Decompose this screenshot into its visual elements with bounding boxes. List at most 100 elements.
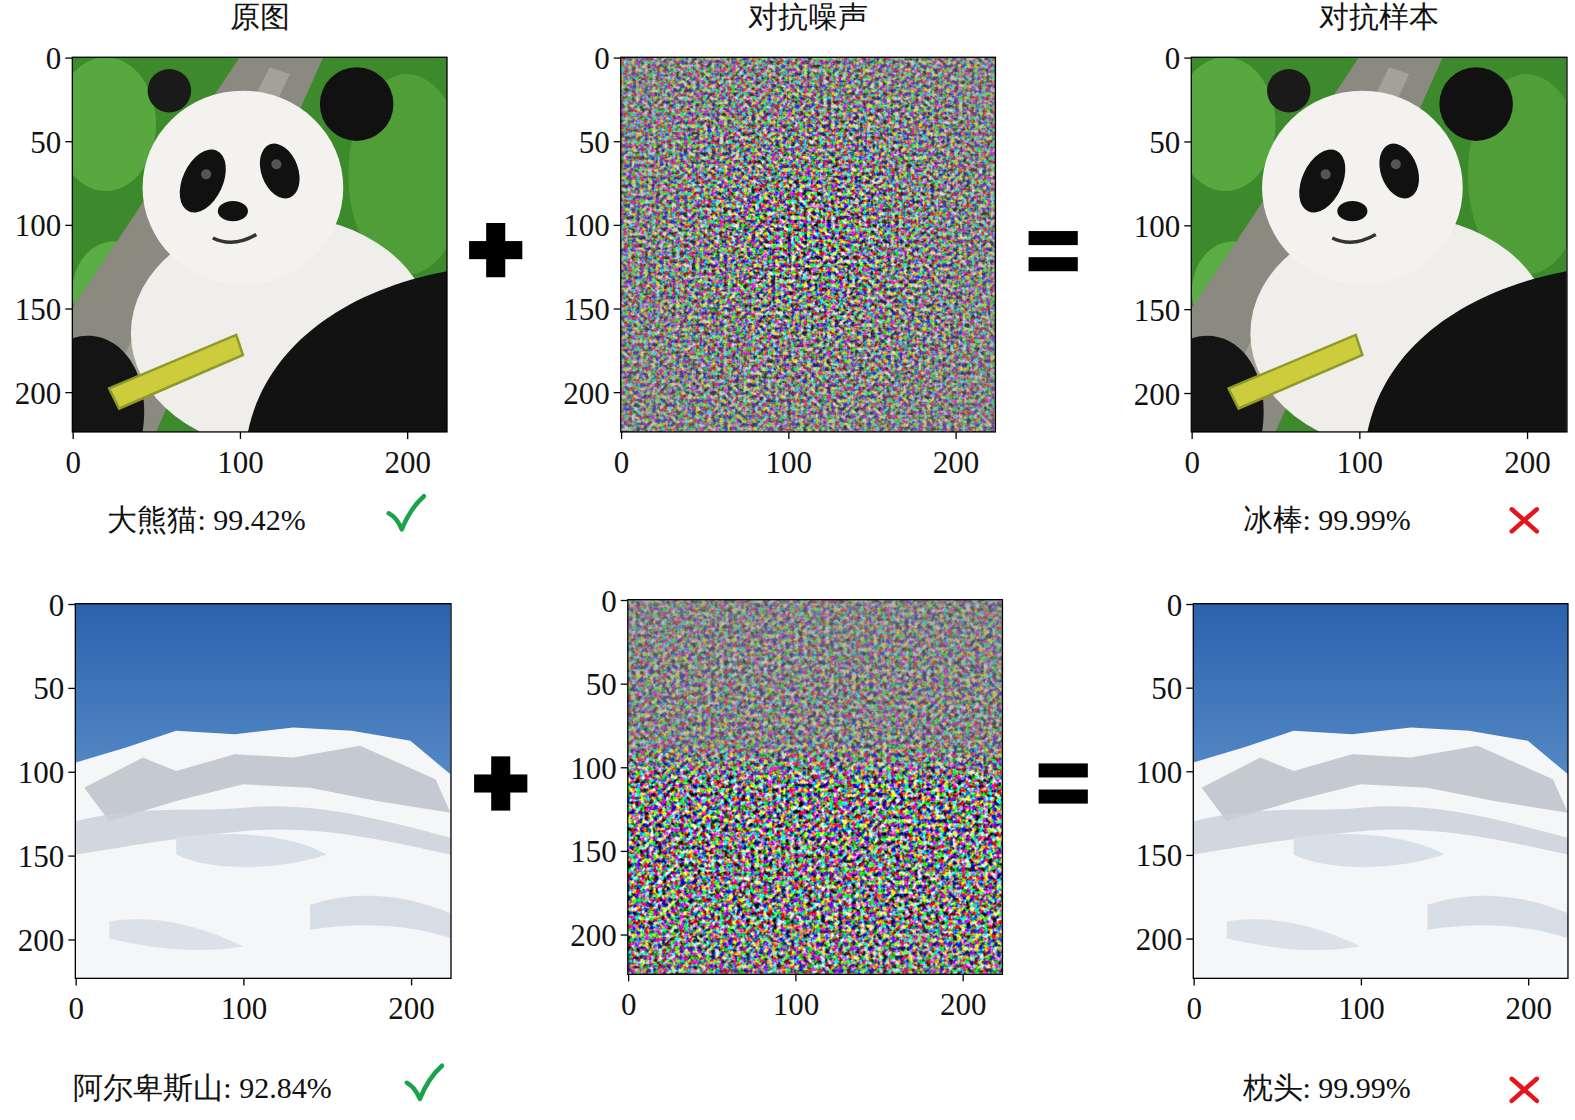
tick-mark — [1361, 978, 1362, 985]
tick-mark — [65, 141, 72, 142]
axes-frame — [72, 57, 1568, 978]
tick-marks — [65, 58, 1528, 985]
tick-mark — [68, 939, 75, 940]
tick-label: 100 — [766, 447, 813, 478]
tick-mark — [621, 767, 628, 768]
tick-mark — [1191, 432, 1192, 439]
tick-label: 150 — [18, 841, 65, 872]
prediction-label: 大熊猫: 99.42% — [107, 505, 305, 535]
tick-label: 0 — [594, 43, 610, 74]
tick-mark — [962, 974, 963, 981]
operator-symbols — [469, 223, 1088, 811]
tick-mark — [955, 432, 956, 439]
tick-mark — [65, 225, 72, 226]
tick-mark — [621, 600, 628, 601]
tick-mark — [621, 851, 628, 852]
tick-mark — [407, 432, 408, 439]
tick-mark — [614, 225, 621, 226]
tick-label: 50 — [33, 673, 64, 704]
tick-label: 100 — [1136, 756, 1183, 787]
noise-image — [628, 600, 1003, 975]
tick-label: 0 — [68, 993, 84, 1024]
tick-mark — [1184, 393, 1191, 394]
tick-label: 0 — [49, 589, 65, 620]
tick-mark — [65, 308, 72, 309]
tick-label: 150 — [1134, 294, 1181, 325]
tick-mark — [1184, 57, 1191, 58]
tick-label: 200 — [933, 447, 980, 478]
tick-label: 150 — [1136, 840, 1183, 871]
tick-mark — [65, 57, 72, 58]
tick-label: 50 — [1151, 673, 1182, 704]
tick-mark — [1186, 604, 1193, 605]
tick-label: 100 — [15, 210, 62, 241]
tick-label: 200 — [570, 920, 617, 951]
tick-label: 200 — [1505, 993, 1552, 1024]
tick-mark — [614, 392, 621, 393]
tick-label: 200 — [15, 377, 62, 408]
tick-label: 0 — [614, 447, 630, 478]
tick-label: 0 — [621, 989, 637, 1020]
tick-mark — [76, 978, 77, 985]
tick-label: 100 — [1337, 447, 1384, 478]
tick-mark — [621, 683, 628, 684]
tick-label: 50 — [30, 126, 61, 157]
tick-mark — [788, 432, 789, 439]
tick-mark — [73, 432, 74, 439]
tick-label: 100 — [570, 752, 617, 783]
tick-mark — [1186, 688, 1193, 689]
tick-mark — [1186, 938, 1193, 939]
alps-image — [76, 604, 451, 979]
panda-image — [56, 57, 466, 450]
tick-mark — [1528, 978, 1529, 985]
tick-label: 100 — [563, 210, 610, 241]
tick-label: 150 — [563, 293, 610, 324]
noise-image — [621, 57, 996, 432]
tick-label: 0 — [1167, 589, 1183, 620]
tick-label: 100 — [773, 989, 820, 1020]
column-title: 原图 — [230, 2, 290, 32]
tick-label: 0 — [1184, 447, 1200, 478]
tick-label: 200 — [384, 447, 431, 478]
tick-label: 0 — [46, 43, 62, 74]
tick-mark — [68, 604, 75, 605]
tick-mark — [68, 855, 75, 856]
tick-mark — [1184, 225, 1191, 226]
tick-mark — [411, 978, 412, 985]
tick-mark — [68, 688, 75, 689]
tick-mark — [68, 772, 75, 773]
tick-mark — [1359, 432, 1360, 439]
tick-mark — [614, 308, 621, 309]
tick-label: 50 — [1149, 126, 1180, 157]
tick-mark — [628, 974, 629, 981]
tick-mark — [1184, 309, 1191, 310]
tick-mark — [1184, 141, 1191, 142]
prediction-label: 冰棒: 99.99% — [1243, 505, 1411, 535]
tick-mark — [65, 392, 72, 393]
tick-mark — [1186, 855, 1193, 856]
prediction-label: 枕头: 99.99% — [1243, 1073, 1411, 1103]
tick-mark — [240, 432, 241, 439]
tick-label: 100 — [18, 757, 65, 788]
tick-mark — [621, 432, 622, 439]
tick-label: 0 — [65, 447, 81, 478]
tick-mark — [795, 974, 796, 981]
tick-label: 200 — [1134, 378, 1181, 409]
tick-label: 150 — [15, 293, 62, 324]
panda-image — [1175, 57, 1575, 450]
tick-label: 100 — [1134, 210, 1181, 241]
tick-label: 0 — [1165, 43, 1181, 74]
tick-label: 100 — [1338, 993, 1385, 1024]
tick-mark — [1186, 771, 1193, 772]
column-title: 对抗噪声 — [748, 2, 868, 32]
tick-mark — [1527, 432, 1528, 439]
tick-label: 200 — [940, 989, 987, 1020]
tick-label: 50 — [586, 669, 617, 700]
tick-label: 0 — [1186, 993, 1202, 1024]
tick-mark — [621, 934, 628, 935]
tick-label: 200 — [1504, 447, 1551, 478]
tick-label: 200 — [1136, 924, 1183, 955]
prediction-label: 阿尔卑斯山: 92.84% — [73, 1073, 331, 1103]
